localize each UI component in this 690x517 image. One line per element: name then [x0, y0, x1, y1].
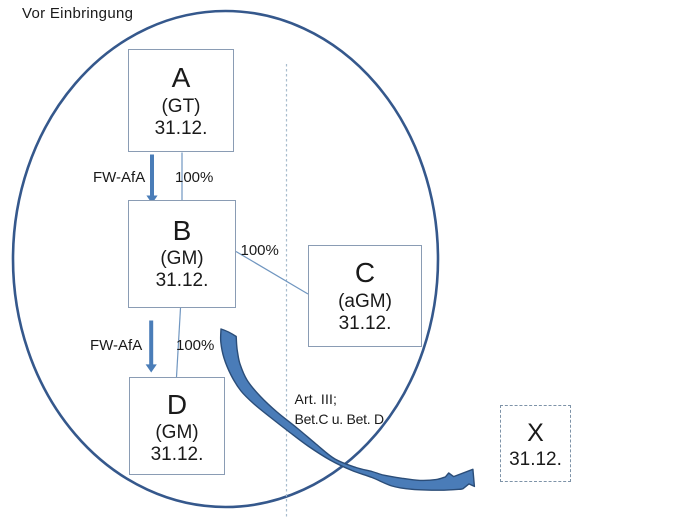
- box-a: A (GT) 31.12.: [128, 49, 234, 152]
- box-d: D (GM) 31.12.: [129, 377, 225, 475]
- box-c-date: 31.12.: [338, 312, 392, 334]
- curved-arrow-b-to-x: [219, 328, 476, 491]
- box-a-date: 31.12.: [154, 117, 208, 139]
- annotation-line-1: Art. III;: [294, 391, 338, 407]
- box-x-date: 31.12.: [509, 448, 562, 470]
- box-c-letter: C: [354, 257, 376, 288]
- box-b: B (GM) 31.12.: [128, 200, 236, 308]
- annotation-art-iii: Art. III; Bet.C u. Bet. D: [294, 389, 385, 429]
- box-d-date: 31.12.: [150, 444, 204, 466]
- box-d-letter: D: [166, 388, 188, 420]
- connector-b-to-c: [235, 250, 309, 295]
- page-title: Vor Einbringung: [22, 5, 134, 22]
- arrow-b-to-d: [145, 320, 157, 373]
- label-100pct-a-b: 100%: [175, 168, 214, 186]
- connector-b-to-d: [175, 307, 182, 378]
- label-fw-afa-bottom: FW-AfA: [90, 336, 143, 354]
- box-b-date: 31.12.: [155, 270, 209, 292]
- box-x-letter: X: [527, 418, 544, 447]
- box-x: X 31.12.: [500, 405, 571, 482]
- label-fw-afa-top: FW-AfA: [93, 169, 146, 186]
- box-c: C (aGM) 31.12.: [308, 245, 422, 347]
- label-100pct-b-c: 100%: [240, 242, 279, 259]
- box-a-subtitle: (GT): [161, 95, 201, 117]
- arrow-a-to-b: [146, 154, 158, 204]
- box-b-subtitle: (GM): [160, 248, 204, 270]
- box-a-letter: A: [171, 62, 191, 94]
- box-b-letter: B: [172, 214, 192, 246]
- group-ellipse: [11, 9, 440, 509]
- box-c-subtitle: (aGM): [338, 290, 392, 312]
- annotation-line-2: Bet.C u. Bet. D: [294, 411, 385, 427]
- label-100pct-b-d: 100%: [176, 336, 215, 354]
- box-d-subtitle: (GM): [155, 422, 199, 444]
